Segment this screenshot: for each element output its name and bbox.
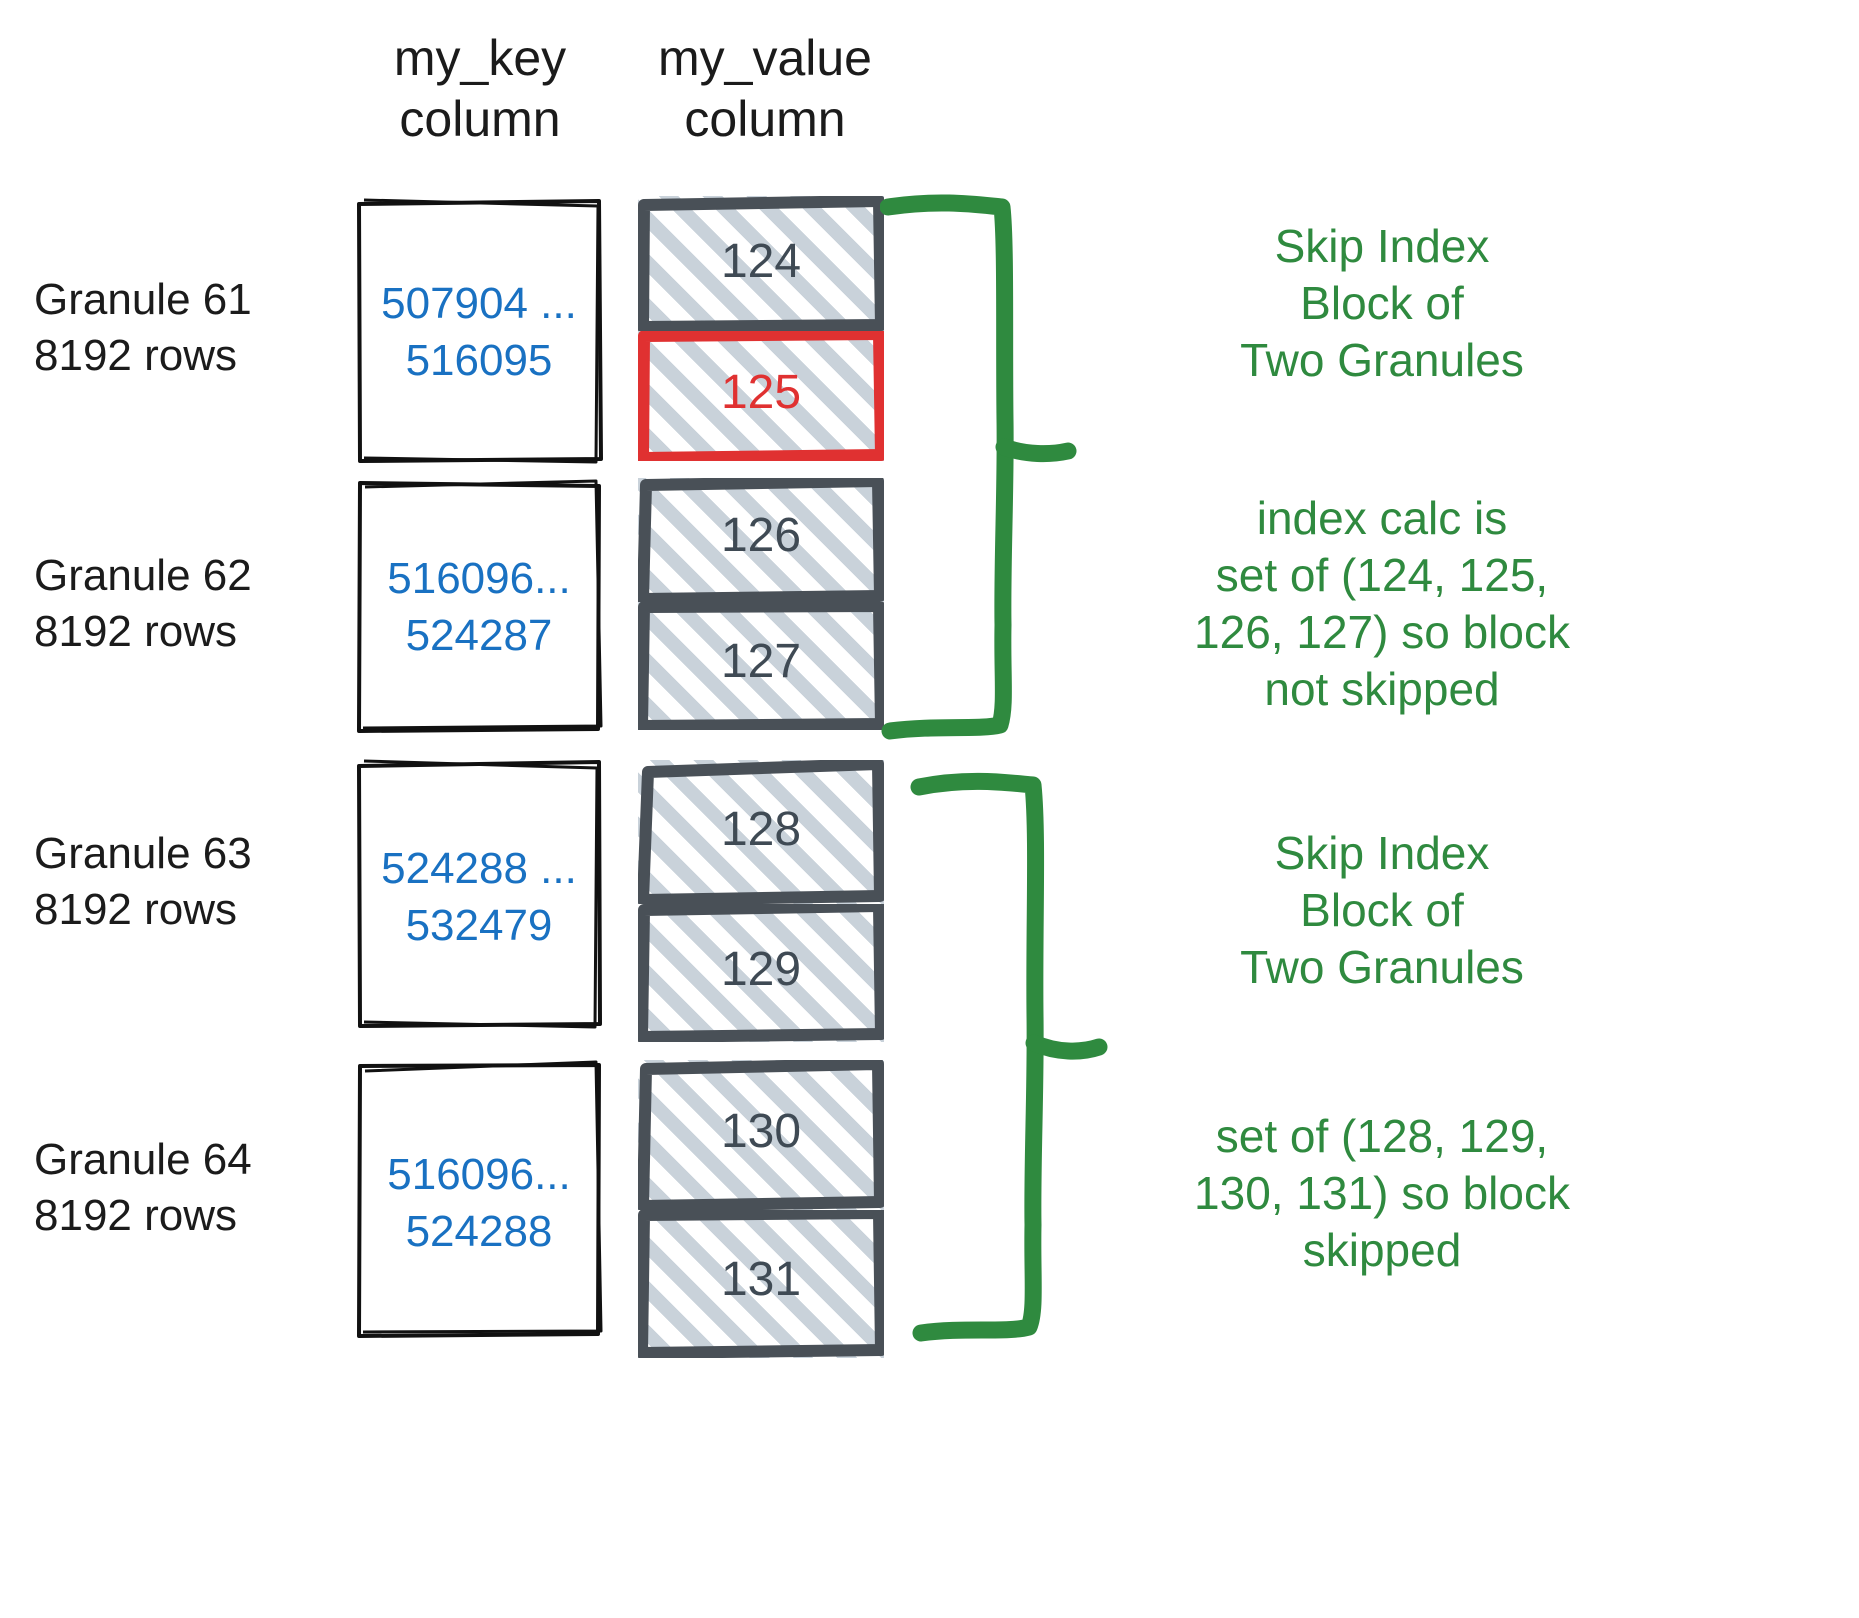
column-header-my-key: my_key column [393,30,567,147]
hatch-fill [638,331,884,461]
annotation-skip-index-block-bottom: Skip Index Block of Two Granules [1240,827,1524,994]
hatch-fill [638,904,884,1042]
value-box-131: 131 [638,1210,884,1358]
value-label-131: 131 [720,1253,802,1306]
sketch-rectangle [357,1060,603,1338]
value-label-128: 128 [720,803,802,856]
hatch-fill [638,602,884,730]
key-box-granule-62: 516096... 524287 [355,478,603,734]
sketch-rectangle [638,196,884,331]
key-range-granule-62: 516096... 524287 [387,554,571,661]
granule-label-61: Granule 61 8192 rows [34,275,252,380]
sketch-rectangle [638,1210,884,1358]
value-label-129: 129 [720,943,802,996]
key-range-granule-61: 507904 ... 516095 [381,279,577,386]
skip-index-brace-top [880,194,1077,740]
hatch-fill [638,1060,884,1210]
hatch-fill [638,1210,884,1358]
hatch-fill [638,760,884,904]
value-label-127: 127 [720,635,802,688]
value-box-127: 127 [638,602,884,730]
hatch-fill [638,478,884,602]
column-header-my-value: my_value column [658,30,872,147]
annotation-set-of-block-skipped: set of (128, 129, 130, 131) so block ski… [1194,1110,1570,1277]
value-label-130: 130 [720,1105,802,1158]
sketch-rectangle [638,760,884,904]
sketch-rectangle [638,602,884,730]
granule-label-63: Granule 63 8192 rows [34,829,252,934]
annotation-index-calc-not-skipped: index calc is set of (124, 125, 126, 127… [1194,492,1570,716]
value-box-130: 130 [638,1060,884,1210]
key-box-granule-61: 507904 ... 516095 [355,197,603,464]
granule-label-64: Granule 64 8192 rows [34,1135,252,1240]
granule-label-62: Granule 62 8192 rows [34,551,252,656]
value-box-126: 126 [638,478,884,602]
key-box-granule-63: 524288 ... 532479 [355,758,603,1030]
value-box-128: 128 [638,760,884,904]
value-box-124: 124 [638,196,884,331]
value-label-125: 125 [720,366,802,419]
sketch-rectangle-highlight [638,331,884,461]
key-range-granule-63: 524288 ... 532479 [381,844,577,951]
sketch-rectangle [357,759,602,1029]
annotation-skip-index-block-top: Skip Index Block of Two Granules [1240,220,1524,387]
sketch-rectangle [357,479,603,733]
skip-index-brace-bottom [910,772,1108,1342]
sketch-rectangle [638,904,884,1042]
sketch-rectangle [638,478,884,602]
key-box-granule-64: 516096... 524288 [355,1060,603,1340]
sketch-rectangle [357,198,603,464]
value-box-129: 129 [638,904,884,1042]
hatch-fill [638,196,884,331]
sketch-rectangle [638,1060,884,1210]
value-box-125: 125 [638,331,884,461]
value-label-124: 124 [720,235,802,288]
key-range-granule-64: 516096... 524288 [387,1150,571,1257]
value-label-126: 126 [720,509,802,562]
